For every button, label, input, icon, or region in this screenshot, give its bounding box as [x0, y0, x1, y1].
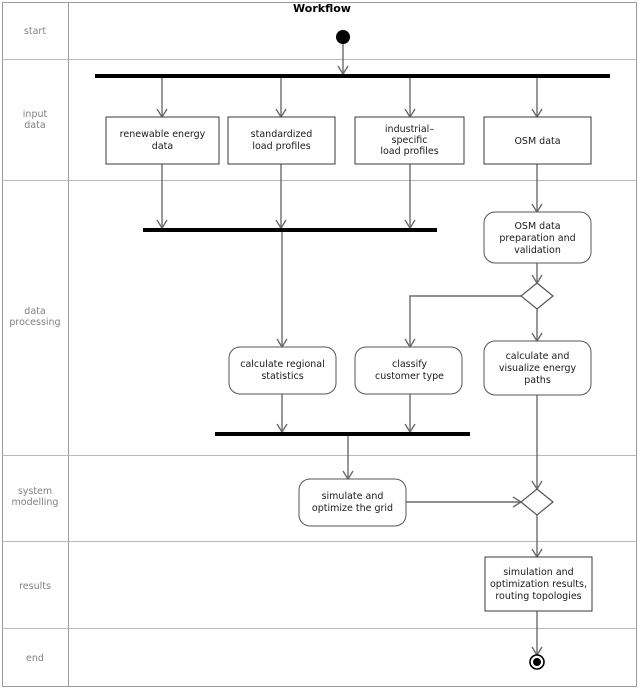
decision-nodes[interactable] [520, 282, 554, 516]
diagram-title: Workflow [293, 2, 351, 15]
flow-standardized-to-join [275, 164, 287, 230]
node-industrial-specific-load-profiles-label-line2: specific [392, 135, 428, 146]
node-osm-preparation-label-line1: OSM data [514, 221, 560, 232]
node-renewable-energy-data[interactable]: renewable energy data [105, 116, 220, 165]
node-industrial-specific-load-profiles-label-line1: industrial– [385, 124, 434, 135]
node-osm-preparation-label-line3: validation [514, 245, 561, 256]
node-simulate-optimize-label-line2: optimize the grid [312, 503, 393, 514]
flow-fork-to-standardized [275, 78, 287, 119]
node-osm-data[interactable]: OSM data [483, 116, 592, 165]
node-simulate-optimize-label-line1: simulate and [322, 491, 384, 502]
decision-merge-results[interactable] [520, 488, 554, 516]
swimlane-label-system-modelling-line1: system [18, 486, 52, 497]
node-simulation-results-label-line3: routing topologies [495, 591, 581, 602]
flow-decision-to-energy-paths [531, 309, 543, 343]
node-simulate-and-optimize-the-grid[interactable]: simulate and optimize the grid [298, 478, 407, 527]
swimlane-label-start: start [24, 26, 46, 37]
join-bar-data-processing [143, 228, 437, 232]
flow-fork-to-osm-data [531, 78, 543, 119]
node-renewable-energy-data-label-line1: renewable energy [120, 129, 206, 140]
node-simulation-results-label-line1: simulation and [503, 567, 573, 578]
node-classify-customer-type[interactable]: classify customer type [354, 346, 463, 395]
fork-join-bars [95, 74, 610, 436]
flow-simulate-to-merge [406, 496, 523, 508]
node-classify-customer-type-label-line2: customer type [375, 371, 444, 382]
flow-preparation-to-decision [531, 263, 543, 285]
node-simulation-results-label-line2: optimization results, [490, 579, 587, 590]
decision-osm-branch[interactable] [520, 282, 554, 310]
node-industrial-specific-load-profiles-label-line3: load profiles [380, 146, 438, 157]
flow-merge-to-results [531, 515, 543, 559]
swimlane-label-input-data-line1: input [23, 109, 48, 120]
swimlane-label-results: results [19, 581, 51, 592]
flow-renewable-to-join [156, 164, 168, 230]
node-classify-customer-type-label-line1: classify [392, 359, 427, 370]
swimlane-label-data-processing-line1: data [24, 306, 45, 317]
flow-calculate-regional-to-join2 [276, 394, 288, 434]
flow-industrial-to-join [404, 164, 416, 230]
swimlane-label-system-modelling-line2: modelling [12, 497, 59, 508]
activity-final-node[interactable] [529, 654, 545, 670]
node-standardized-load-profiles-label-line2: load profiles [252, 141, 310, 152]
swimlane-label-end: end [26, 653, 44, 664]
node-calculate-regional-statistics-label-line2: statistics [261, 371, 303, 382]
flow-fork-to-industrial [404, 78, 416, 119]
node-energy-paths-label-line2: visualize energy [499, 363, 577, 374]
node-industrial-specific-load-profiles[interactable]: industrial– specific load profiles [354, 116, 465, 165]
swimlane-label-input-data-line2: data [24, 120, 45, 131]
node-osm-data-preparation-and-validation[interactable]: OSM data preparation and validation [483, 211, 592, 264]
join-bar-system-input [215, 432, 470, 436]
flow-decision-to-classify [404, 295, 521, 349]
node-calculate-regional-statistics-label-line1: calculate regional [240, 359, 324, 370]
node-osm-data-label: OSM data [514, 136, 560, 147]
node-renewable-energy-data-label-line2: data [152, 141, 173, 152]
node-osm-preparation-label-line2: preparation and [499, 233, 575, 244]
flow-classify-to-join2 [404, 394, 416, 434]
node-simulation-and-optimization-results[interactable]: simulation and optimization results, rou… [484, 556, 593, 612]
flow-join2-to-simulate [342, 436, 354, 481]
flow-results-to-final [531, 611, 543, 657]
flow-fork-to-renewable [156, 78, 168, 119]
node-calculate-and-visualize-energy-paths[interactable]: calculate and visualize energy paths [483, 340, 592, 396]
node-energy-paths-label-line1: calculate and [506, 351, 570, 362]
flow-join-to-calculate-regional [276, 232, 288, 349]
node-calculate-regional-statistics[interactable]: calculate regional statistics [228, 346, 337, 395]
initial-node[interactable] [336, 30, 350, 44]
flow-energy-paths-to-merge [531, 395, 543, 491]
flow-osm-data-to-preparation [531, 164, 543, 214]
swimlane-label-data-processing-line2: processing [9, 317, 60, 328]
fork-bar-input [95, 74, 610, 78]
node-energy-paths-label-line3: paths [524, 375, 551, 386]
node-standardized-load-profiles-label-line1: standardized [251, 129, 313, 140]
node-standardized-load-profiles[interactable]: standardized load profiles [227, 116, 336, 165]
